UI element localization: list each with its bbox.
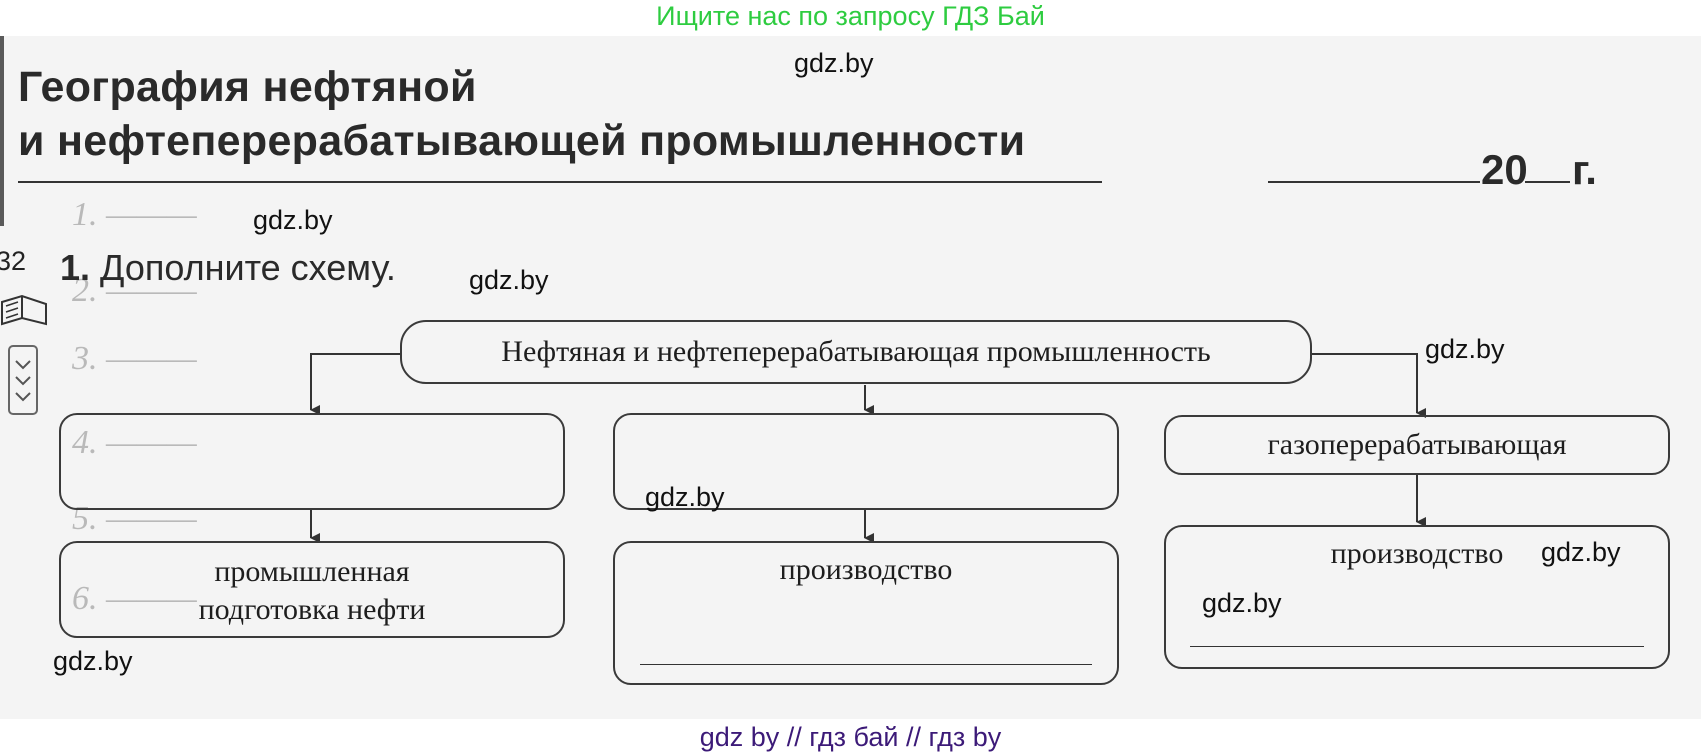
left-top-blank-box[interactable] bbox=[59, 413, 565, 510]
watermark: gdz.by bbox=[794, 48, 874, 78]
task-number: 1. bbox=[60, 247, 91, 288]
show-through-decor: 3. ——— bbox=[72, 340, 197, 377]
right-top-label: газоперерабатывающая bbox=[1267, 428, 1567, 461]
right-answer-line[interactable] bbox=[1190, 646, 1644, 647]
root-to-right-arrow bbox=[1312, 353, 1426, 418]
watermark: gdz.by bbox=[1202, 588, 1282, 618]
chevrons-icon bbox=[8, 345, 38, 415]
date-blank-line bbox=[1268, 181, 1480, 183]
year-label: 20 bbox=[1481, 146, 1528, 193]
page-title: География нефтяной и нефтеперерабатывающ… bbox=[18, 60, 1025, 168]
right-bottom-box: производство bbox=[1164, 525, 1670, 669]
middle-answer-line[interactable] bbox=[640, 664, 1092, 665]
middle-bottom-box: производство bbox=[613, 541, 1119, 685]
page-number: 32 bbox=[0, 246, 27, 276]
left-bottom-box: промышленная подготовка нефти bbox=[59, 541, 565, 638]
page-edge bbox=[0, 36, 4, 226]
date-blank-line-2 bbox=[1525, 181, 1570, 183]
middle-bottom-label: производство bbox=[779, 553, 953, 586]
title-line-1: География нефтяной bbox=[18, 63, 477, 111]
book-icon bbox=[1, 294, 47, 326]
show-through-decor: 6. ——— bbox=[72, 580, 197, 617]
watermark: gdz.by bbox=[469, 265, 549, 295]
top-banner[interactable]: Ищите нас по запросу ГДЗ Бай bbox=[656, 1, 1045, 31]
show-through-decor: 4. ——— bbox=[72, 424, 197, 461]
left-bottom-label-line1: промышленная bbox=[214, 555, 410, 588]
left-bottom-label-line2: подготовка нефти bbox=[198, 593, 426, 626]
title-underline bbox=[18, 181, 1102, 183]
task-text: Дополните схему. bbox=[100, 247, 396, 288]
watermark: gdz.by bbox=[645, 482, 725, 512]
show-through-decor: 1. ——— bbox=[72, 196, 197, 233]
show-through-decor: 5. ——— bbox=[72, 500, 197, 537]
root-to-left-arrow bbox=[310, 353, 400, 415]
scheme-root-box: Нефтяная и нефтеперерабатывающая промышл… bbox=[400, 320, 1312, 384]
scheme-root-label: Нефтяная и нефтеперерабатывающая промышл… bbox=[501, 335, 1211, 368]
watermark: gdz.by bbox=[1541, 537, 1621, 567]
show-through-decor: 2. ——— bbox=[72, 272, 197, 309]
watermark: gdz.by bbox=[1425, 334, 1505, 364]
year-suffix: г. bbox=[1572, 146, 1597, 193]
bottom-banner[interactable]: gdz by // гдз бай // гдз by bbox=[0, 720, 1701, 754]
task-heading: 1. Дополните схему. bbox=[60, 247, 396, 289]
right-top-box: газоперерабатывающая bbox=[1164, 415, 1670, 475]
middle-top-blank-box[interactable] bbox=[613, 413, 1119, 510]
right-bottom-label: производство bbox=[1330, 537, 1504, 570]
watermark: gdz.by bbox=[253, 205, 333, 235]
watermark: gdz.by bbox=[53, 646, 133, 676]
title-line-2: и нефтеперерабатывающей промышленности bbox=[18, 117, 1026, 165]
